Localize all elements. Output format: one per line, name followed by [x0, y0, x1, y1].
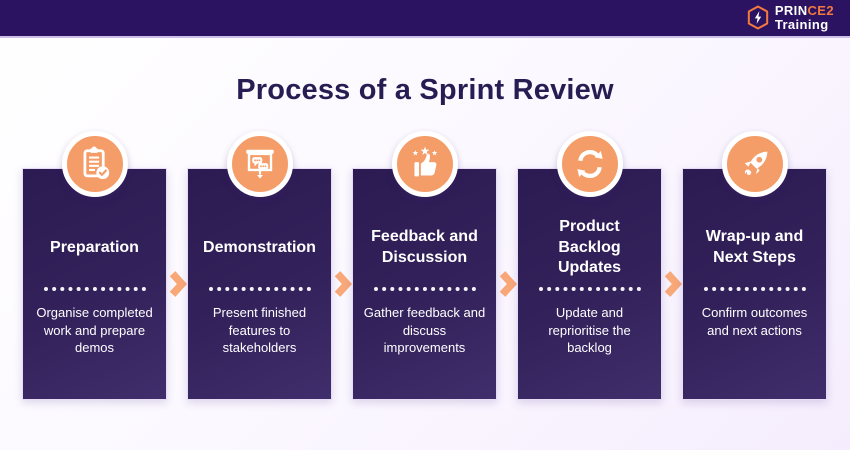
- presentation-chat-icon: [245, 149, 274, 179]
- step-icon-badge: [556, 131, 623, 197]
- brand-logo: PRINCE2 Training: [747, 4, 834, 31]
- chevron-right-icon: [169, 271, 187, 297]
- step-description: Update and reprioritise the backlog: [548, 305, 631, 356]
- step-card-wrap-up: Wrap-up and Next Steps Confirm outcomes …: [682, 131, 827, 400]
- page-title: Process of a Sprint Review: [236, 74, 614, 106]
- step-title: Demonstration: [203, 238, 316, 256]
- brand-part2: CE2: [807, 3, 834, 18]
- process-steps-row: Preparation Organise completed work and …: [22, 131, 828, 400]
- chevron-right-icon: [664, 271, 682, 297]
- brand-line2: Training: [774, 16, 829, 32]
- step-icon-badge: [226, 131, 293, 197]
- step-title: Product Backlog Updates: [557, 217, 622, 277]
- thumbs-up-stars-icon: [412, 146, 437, 177]
- dotted-separator: [373, 287, 476, 291]
- next-step-arrow: [662, 168, 682, 400]
- next-step-arrow: [167, 168, 187, 400]
- rocket-icon: [744, 151, 767, 176]
- header-bar: PRINCE2 Training: [0, 0, 850, 38]
- step-card-backlog-updates: Product Backlog Updates Update and repri…: [517, 131, 662, 400]
- step-title: Wrap-up and Next Steps: [705, 228, 804, 266]
- step-icon-badge: [61, 131, 128, 197]
- next-step-arrow: [497, 168, 517, 400]
- step-description: Present finished features to stakeholder…: [212, 305, 307, 356]
- next-step-arrow: [332, 168, 352, 400]
- step-card-demonstration: Demonstration Present finished features …: [187, 131, 332, 400]
- brand-bolt-icon: [747, 5, 769, 30]
- step-icon-badge: [721, 131, 788, 197]
- step-description: Organise completed work and prepare demo…: [36, 305, 153, 356]
- dotted-separator: [538, 287, 641, 291]
- dotted-separator: [703, 287, 806, 291]
- sync-arrows-icon: [576, 149, 603, 179]
- step-card-feedback: Feedback and Discussion Gather feedback …: [352, 131, 497, 400]
- dotted-separator: [43, 287, 146, 291]
- clipboard-check-icon: [83, 146, 109, 180]
- step-card-preparation: Preparation Organise completed work and …: [22, 131, 167, 400]
- step-description: Gather feedback and discuss improvements: [363, 305, 486, 356]
- step-description: Confirm outcomes and next actions: [701, 305, 808, 338]
- brand-name: PRINCE2 Training: [775, 4, 834, 31]
- brand-part1: PRIN: [774, 3, 808, 18]
- step-title: Feedback and Discussion: [371, 228, 478, 266]
- chevron-right-icon: [499, 271, 517, 297]
- step-icon-badge: [391, 131, 458, 197]
- chevron-right-icon: [334, 271, 352, 297]
- dotted-separator: [208, 287, 311, 291]
- step-title: Preparation: [50, 238, 139, 256]
